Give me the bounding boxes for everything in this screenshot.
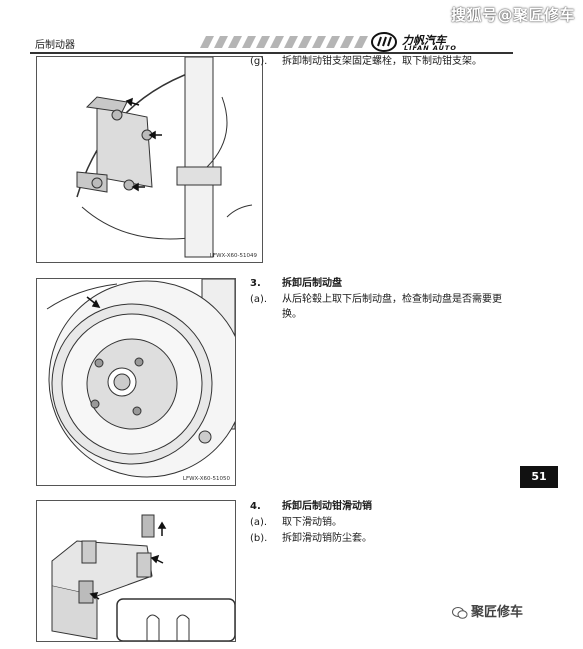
- page-number-badge: 51: [520, 466, 558, 488]
- brand-name-cn: 力帆汽车: [402, 34, 446, 47]
- page-header: 后制动器: [30, 30, 513, 54]
- brand-logo: 力帆汽车 LIFAN AUTO: [370, 30, 510, 54]
- figure-slide-pins: [36, 500, 236, 642]
- slide-pins-illustration: [51, 514, 235, 641]
- step-number: 4.: [250, 501, 261, 512]
- figure-code: LFWX-X60-51049: [209, 253, 257, 259]
- header-rule: [30, 52, 513, 54]
- step-number: (b).: [250, 533, 268, 544]
- figure-caliper-bracket: LFWX-X60-51049: [36, 56, 263, 263]
- figure-code: LFWX-X60-51050: [182, 476, 230, 482]
- step-heading: 拆卸后制动钳滑动销: [282, 501, 372, 512]
- brand-name-en: LIFAN AUTO: [404, 44, 457, 52]
- wechat-icon: [452, 606, 468, 619]
- section-title: 后制动器: [35, 40, 75, 51]
- header-stripes: [200, 36, 368, 48]
- step-heading: 拆卸后制动盘: [282, 278, 342, 289]
- step-number: 3.: [250, 278, 261, 289]
- step-number: (a).: [250, 294, 268, 305]
- step-text: 拆卸制动钳支架固定螺栓，取下制动钳支架。: [282, 56, 482, 67]
- watermark-bottom: 聚匠修车: [452, 601, 523, 620]
- watermark-top: 搜狐号@聚匠修车: [450, 6, 575, 24]
- step-text: 拆卸滑动销防尘套。: [282, 533, 372, 544]
- step-text: 取下滑动销。: [282, 517, 342, 528]
- step-number: (a).: [250, 517, 268, 528]
- figure-brake-disc: LFWX-X60-51050: [36, 278, 236, 486]
- brake-disc-illustration: [46, 279, 235, 478]
- step-text: 从后轮毂上取下后制动盘，检查制动盘是否需要更换。: [282, 294, 502, 320]
- lifan-logo-icon: [371, 32, 397, 52]
- watermark-bottom-text: 聚匠修车: [471, 605, 524, 620]
- caliper-bracket-illustration: [76, 57, 253, 258]
- step-number: (g).: [250, 56, 268, 67]
- step-3a: (a). 从后轮毂上取下后制动盘，检查制动盘是否需要更换。: [250, 292, 540, 326]
